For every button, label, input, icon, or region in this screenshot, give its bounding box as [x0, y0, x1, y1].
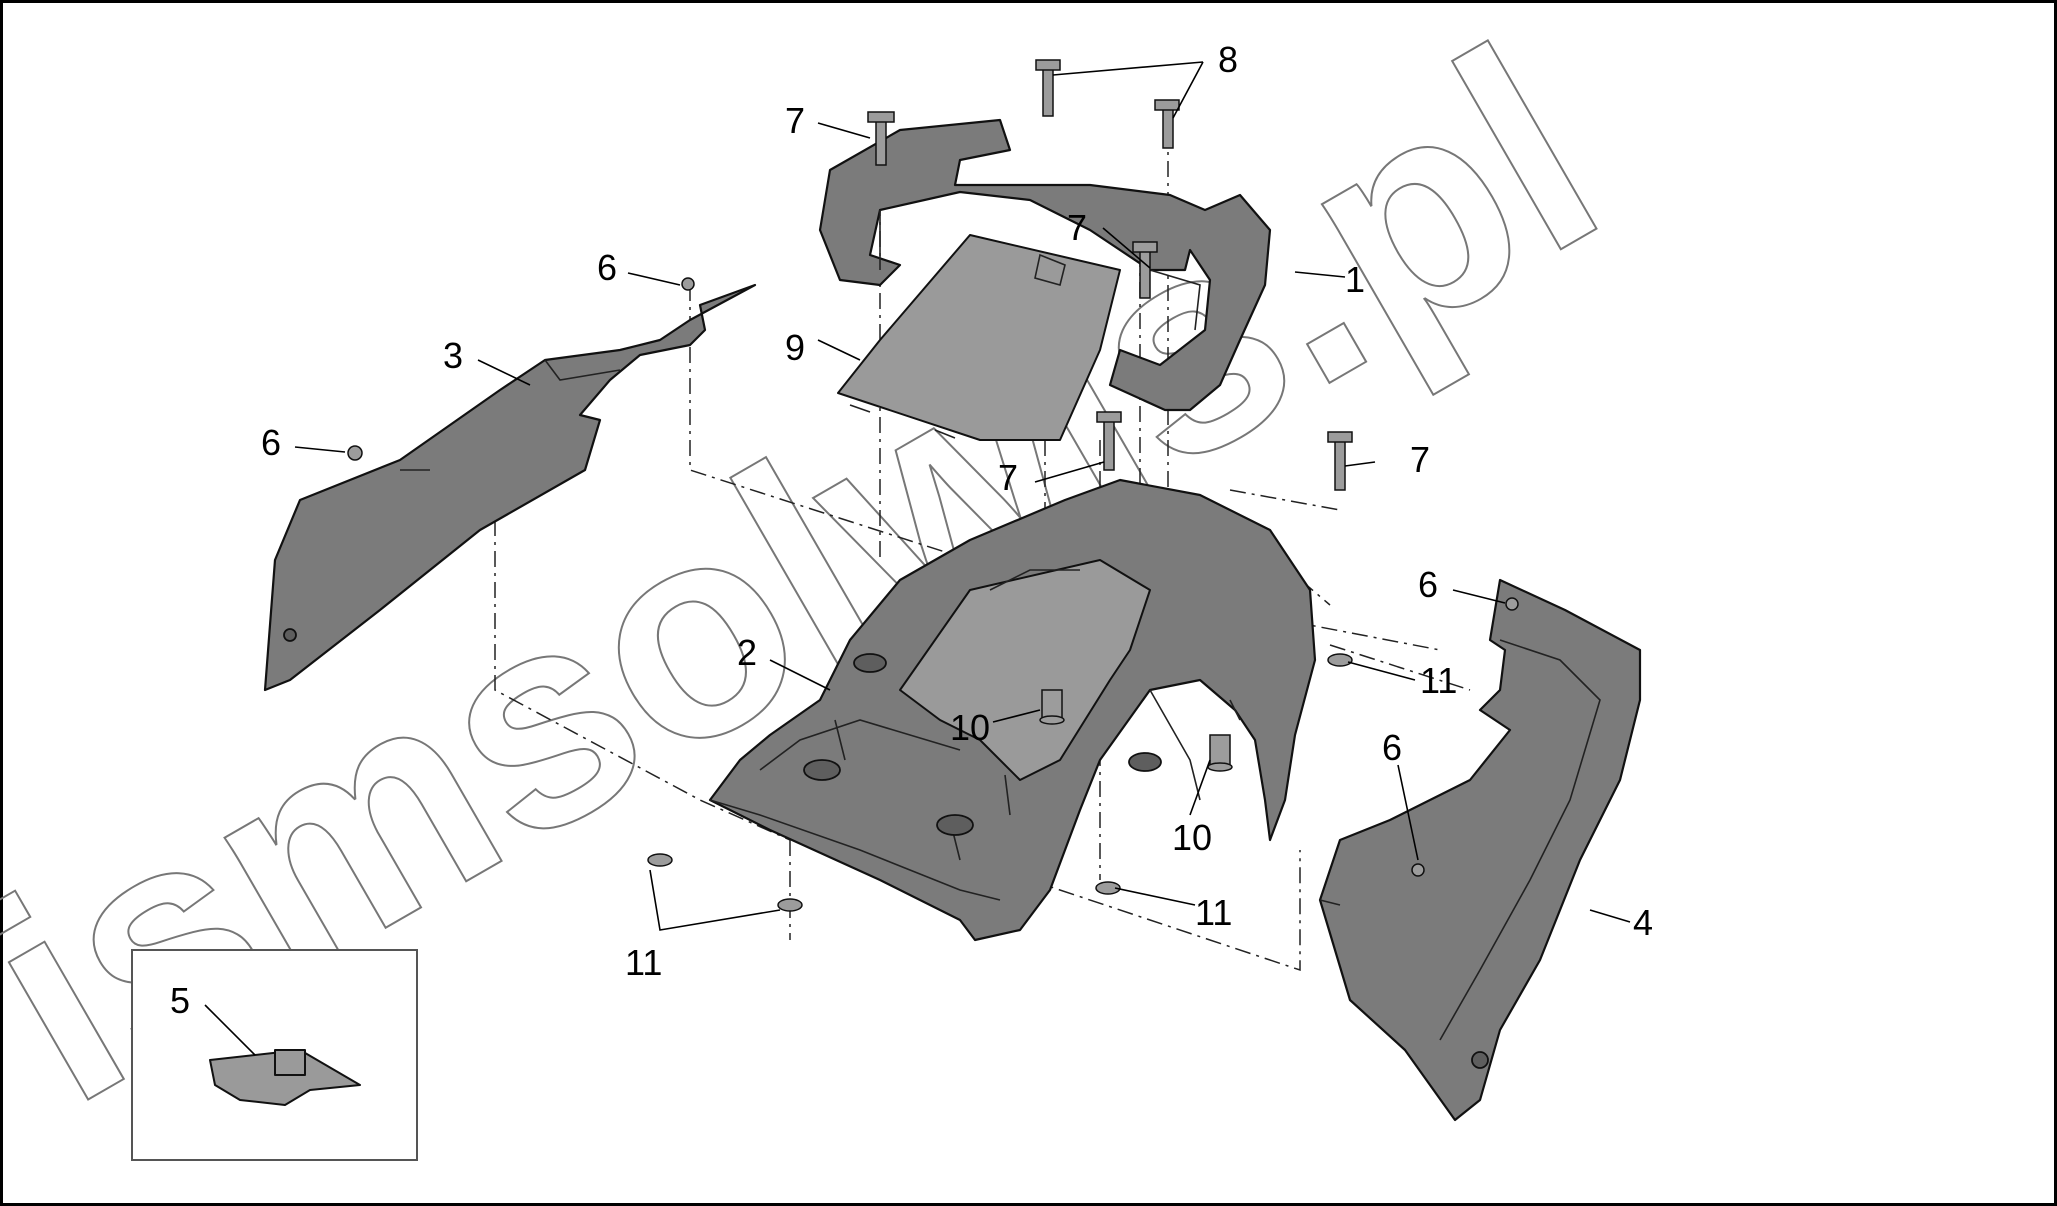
callout-6-b: 6 [261, 422, 281, 463]
part-3-left-side-panel [263, 283, 757, 692]
callout-11-c: 11 [625, 942, 662, 983]
callout-10-b: 10 [1172, 817, 1212, 858]
callout-11-b: 11 [1195, 892, 1232, 933]
callout-3: 3 [443, 335, 463, 376]
callout-1: 1 [1345, 259, 1365, 300]
inset-part-5 [131, 949, 418, 1161]
callout-7-a: 7 [785, 100, 805, 141]
callout-7-b: 7 [1067, 207, 1087, 248]
callout-2: 2 [737, 632, 757, 673]
callout-labels: 1 2 3 4 5 6 6 6 6 7 7 7 7 8 9 10 10 11 1… [170, 39, 1653, 1021]
callout-5: 5 [170, 980, 190, 1021]
part-2-rear-body [708, 478, 1317, 942]
callout-4: 4 [1633, 902, 1653, 943]
callout-10-a: 10 [950, 707, 990, 748]
spacers-and-nuts [647, 653, 1353, 912]
callout-6-c: 6 [1418, 564, 1438, 605]
callout-9: 9 [785, 327, 805, 368]
callout-8: 8 [1218, 39, 1238, 80]
part-1-grab-handle [818, 118, 1272, 412]
callout-7-d: 7 [1410, 439, 1430, 480]
part-9-plate [837, 234, 1121, 441]
callout-6-a: 6 [597, 247, 617, 288]
screws [347, 59, 1519, 877]
part-4-right-side-panel [1318, 578, 1642, 1122]
callout-11-a: 11 [1420, 660, 1457, 701]
leader-lines [204, 61, 1631, 1056]
callout-7-c: 7 [998, 457, 1018, 498]
callout-6-d: 6 [1382, 727, 1402, 768]
